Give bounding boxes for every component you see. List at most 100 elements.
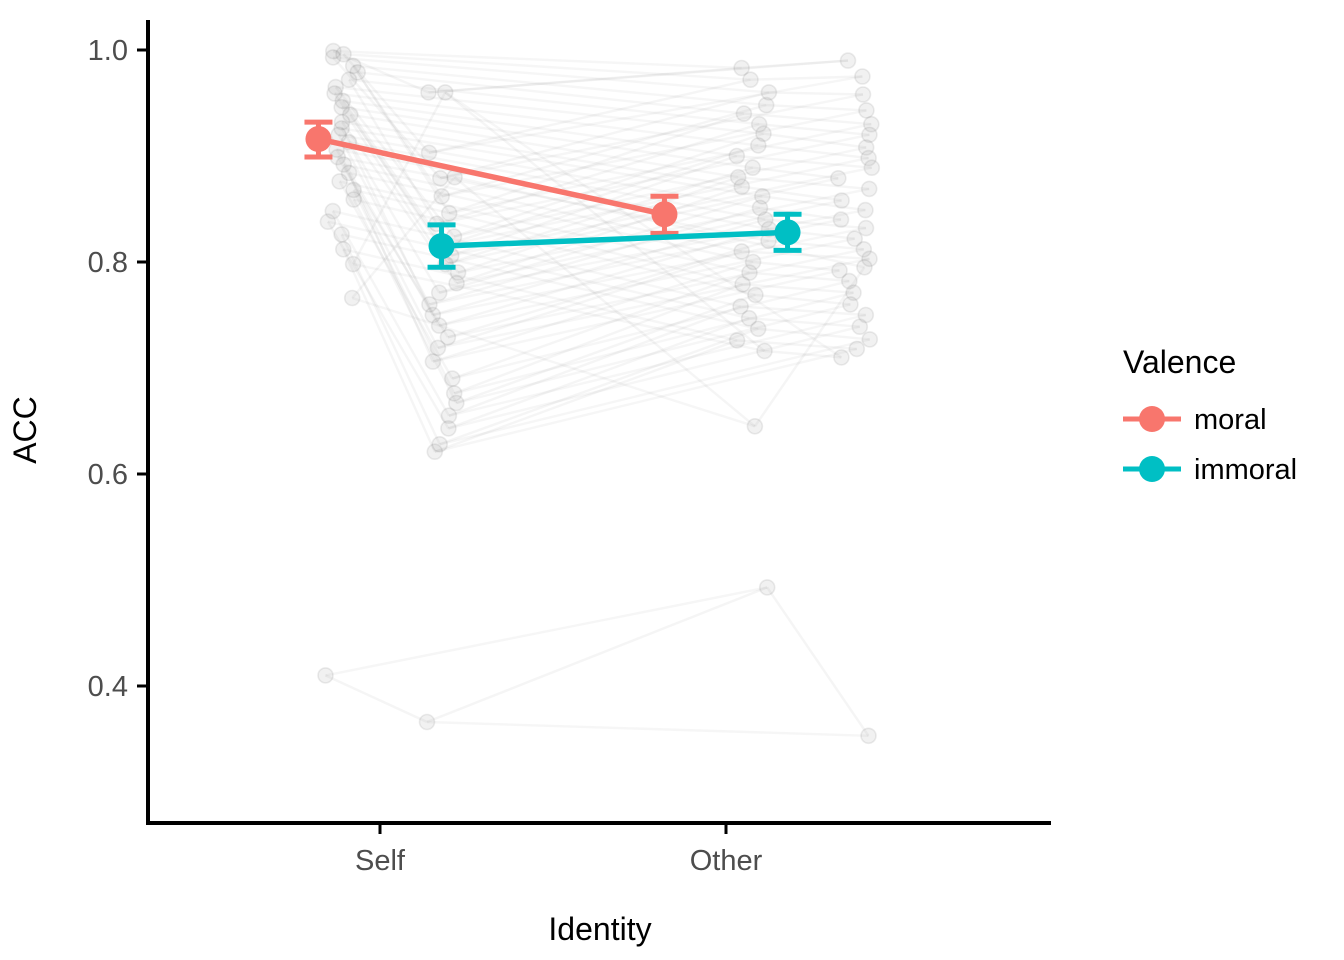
subject-link-line bbox=[758, 327, 870, 341]
subject-point bbox=[431, 170, 449, 187]
subject-point bbox=[747, 286, 764, 304]
subject-link-line bbox=[448, 112, 745, 215]
subject-link-line bbox=[334, 86, 455, 238]
subject-point bbox=[420, 84, 437, 101]
subject-link-line bbox=[335, 148, 441, 327]
mean-point-immoral[interactable] bbox=[428, 233, 455, 260]
subject-point bbox=[424, 306, 442, 324]
subject-link-line bbox=[762, 195, 866, 212]
legend-key-point-moral[interactable] bbox=[1139, 406, 1165, 432]
subject-link-line bbox=[343, 53, 751, 81]
subject-link-line bbox=[453, 176, 756, 428]
subject-link-line bbox=[350, 113, 739, 179]
subject-link-line bbox=[432, 260, 754, 363]
legend: Valence moral immoral bbox=[1123, 344, 1297, 486]
subject-link-line bbox=[737, 339, 857, 351]
subject-point bbox=[420, 144, 438, 162]
subject-link-line bbox=[338, 180, 454, 380]
x-tick-label: Other bbox=[690, 845, 763, 877]
subject-link-line bbox=[353, 188, 743, 286]
subject-link-line bbox=[342, 248, 436, 453]
subject-point bbox=[833, 192, 850, 209]
subject-link-line bbox=[341, 100, 453, 257]
y-tick-label: 0.6 bbox=[88, 459, 128, 491]
mean-point-moral[interactable] bbox=[651, 201, 678, 228]
subject-point bbox=[732, 298, 749, 315]
subject-point bbox=[334, 241, 352, 258]
subject-link-line bbox=[448, 313, 867, 417]
subject-point bbox=[319, 213, 337, 230]
subject-link-line bbox=[335, 85, 764, 135]
subject-point bbox=[756, 211, 774, 228]
subject-link-line bbox=[453, 146, 867, 238]
subject-point bbox=[333, 113, 351, 131]
subject-link-line bbox=[749, 317, 860, 328]
subject-link-line bbox=[353, 64, 767, 107]
subject-link-line bbox=[429, 206, 761, 306]
subject-point bbox=[750, 115, 768, 133]
subject-point bbox=[840, 272, 858, 290]
x-tick-label: Self bbox=[355, 845, 406, 877]
subject-link-line bbox=[347, 79, 438, 225]
subject-point bbox=[424, 353, 442, 370]
subject-link-line bbox=[764, 349, 842, 359]
subject-link-line bbox=[428, 59, 849, 94]
subject-point bbox=[860, 727, 877, 745]
subject-link-line bbox=[456, 185, 743, 285]
legend-title: Valence bbox=[1123, 344, 1236, 380]
subject-point bbox=[758, 579, 776, 596]
subject-point bbox=[734, 275, 751, 293]
mean-point-immoral[interactable] bbox=[774, 219, 801, 246]
subject-link-line bbox=[352, 198, 458, 404]
subject-point bbox=[327, 78, 345, 96]
subject-point bbox=[345, 181, 362, 199]
mean-point-moral[interactable] bbox=[305, 126, 332, 153]
subject-link-line bbox=[341, 233, 759, 330]
subject-point bbox=[333, 98, 351, 116]
subject-link-line bbox=[352, 91, 447, 265]
axis-lines bbox=[146, 20, 1051, 825]
subject-link-line bbox=[457, 176, 739, 274]
subject-link-line bbox=[434, 339, 738, 453]
series-immoral bbox=[427, 211, 802, 270]
subject-link-line bbox=[327, 220, 750, 320]
subject-link-line bbox=[445, 166, 754, 266]
subject-point bbox=[755, 125, 772, 142]
series-line-immoral bbox=[441, 229, 788, 249]
subject-link-line bbox=[428, 66, 742, 94]
subject-point bbox=[340, 71, 358, 88]
subject-link-line bbox=[348, 78, 760, 126]
subject-link-line bbox=[766, 103, 867, 112]
subject-point bbox=[439, 328, 457, 346]
subject-point bbox=[728, 147, 746, 165]
legend-key-point-immoral[interactable] bbox=[1139, 456, 1165, 482]
subject-link-line bbox=[428, 75, 863, 154]
subject-point bbox=[749, 137, 767, 154]
subject-point bbox=[756, 342, 773, 360]
subject-link-line bbox=[426, 586, 768, 724]
subject-point bbox=[832, 211, 850, 228]
subject-link-line bbox=[340, 127, 441, 294]
subject-point bbox=[333, 226, 350, 243]
x-axis-title: Identity bbox=[548, 911, 651, 947]
legend-label-immoral[interactable]: immoral bbox=[1194, 454, 1297, 486]
subject-link-line bbox=[437, 257, 870, 350]
subject-point bbox=[733, 59, 750, 77]
subject-point bbox=[740, 309, 758, 327]
subject-link-line bbox=[438, 237, 855, 327]
subject-link-line bbox=[452, 279, 850, 380]
subject-point bbox=[860, 180, 878, 198]
subject-link-line bbox=[753, 266, 866, 427]
subject-point bbox=[741, 264, 758, 281]
legend-label-moral[interactable]: moral bbox=[1194, 404, 1267, 436]
subject-point bbox=[333, 120, 351, 137]
subject-link-line bbox=[432, 269, 840, 363]
subject-point bbox=[845, 284, 862, 302]
series-line-moral bbox=[317, 136, 666, 217]
subject-link-line bbox=[437, 250, 743, 350]
subject-link-line bbox=[333, 56, 769, 94]
subject-point bbox=[742, 71, 759, 88]
subject-point bbox=[855, 241, 873, 258]
subject-link-line bbox=[332, 56, 442, 180]
